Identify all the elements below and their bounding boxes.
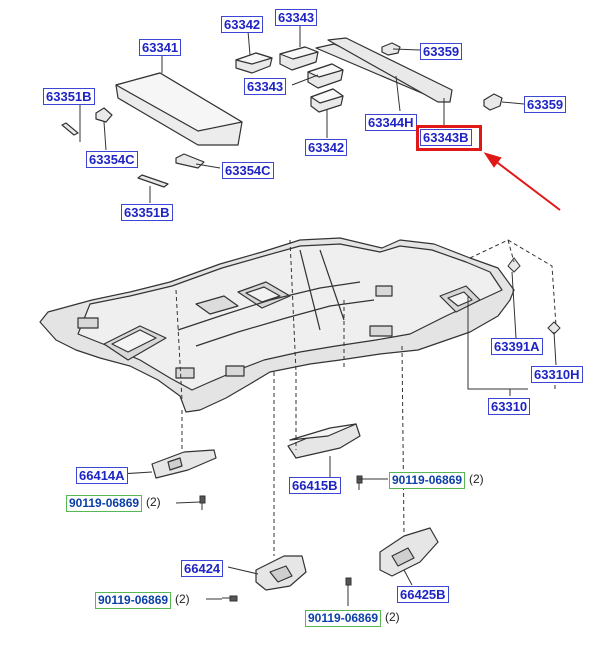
pad-63343-mid	[307, 63, 344, 89]
bolt-qty-4: (2)	[385, 610, 400, 624]
part-label-66415b[interactable]: 66415B	[289, 477, 341, 494]
bolt-label-2[interactable]: 90119-06869	[389, 472, 466, 489]
assist-grip-66414a	[151, 449, 217, 479]
bolt-icon-1	[199, 495, 206, 510]
part-label-63344h[interactable]: 63344H	[365, 114, 417, 131]
bolt-qty-1: (2)	[146, 495, 161, 509]
clip-63310h	[547, 321, 561, 335]
part-label-63310[interactable]: 63310	[488, 398, 531, 415]
headliner-63310	[39, 237, 515, 413]
callout-arrow	[483, 152, 561, 211]
pad-63343-top	[279, 46, 319, 71]
part-label-63341[interactable]: 63341	[139, 39, 182, 56]
part-label-63343-mid[interactable]: 63343	[244, 78, 287, 95]
part-label-63351b-top[interactable]: 63351B	[43, 88, 95, 105]
trim-strip-63343b	[327, 37, 453, 103]
part-label-63343b[interactable]: 63343B	[420, 129, 472, 146]
part-label-66425b[interactable]: 66425B	[397, 586, 449, 603]
clip-63359-b	[483, 93, 503, 111]
bracket-66425b	[379, 527, 439, 577]
bolt-qty-3: (2)	[175, 592, 190, 606]
bolt-icon-4	[345, 577, 352, 592]
assist-grip-66415b	[287, 423, 361, 459]
pad-63354c-b	[175, 153, 205, 169]
bolt-label-1[interactable]: 90119-06869	[66, 495, 143, 512]
part-label-63342-bottom[interactable]: 63342	[305, 139, 348, 156]
highlight-box	[416, 125, 482, 151]
part-label-63354c-a[interactable]: 63354C	[86, 151, 138, 168]
bolt-qty-2: (2)	[469, 472, 484, 486]
pad-63354c-a	[95, 107, 113, 123]
pad-63342-bottom	[310, 88, 344, 113]
pad-63342-top	[235, 52, 273, 74]
part-label-63391a[interactable]: 63391A	[491, 338, 543, 355]
part-label-66424[interactable]: 66424	[181, 560, 224, 577]
part-label-63354c-b[interactable]: 63354C	[222, 162, 274, 179]
bolt-icon-3	[222, 595, 238, 602]
part-label-63342-top[interactable]: 63342	[221, 16, 264, 33]
trim-panel-63341	[115, 72, 243, 146]
part-label-63343-top[interactable]: 63343	[275, 9, 318, 26]
part-label-63359-b[interactable]: 63359	[524, 96, 567, 113]
bolt-label-3[interactable]: 90119-06869	[95, 592, 172, 609]
bolt-icon-2	[356, 475, 363, 490]
part-label-63310h[interactable]: 63310H	[531, 366, 583, 383]
clip-63391a	[507, 257, 521, 273]
rod-63351b-bottom	[137, 174, 169, 188]
rod-63351b-top	[61, 122, 79, 136]
part-label-63359-a[interactable]: 63359	[420, 43, 463, 60]
bracket-66424	[255, 555, 307, 591]
clip-63359-a	[381, 42, 401, 56]
part-label-63351b-bottom[interactable]: 63351B	[121, 204, 173, 221]
bolt-label-4[interactable]: 90119-06869	[305, 610, 382, 627]
part-label-66414a[interactable]: 66414A	[76, 467, 128, 484]
